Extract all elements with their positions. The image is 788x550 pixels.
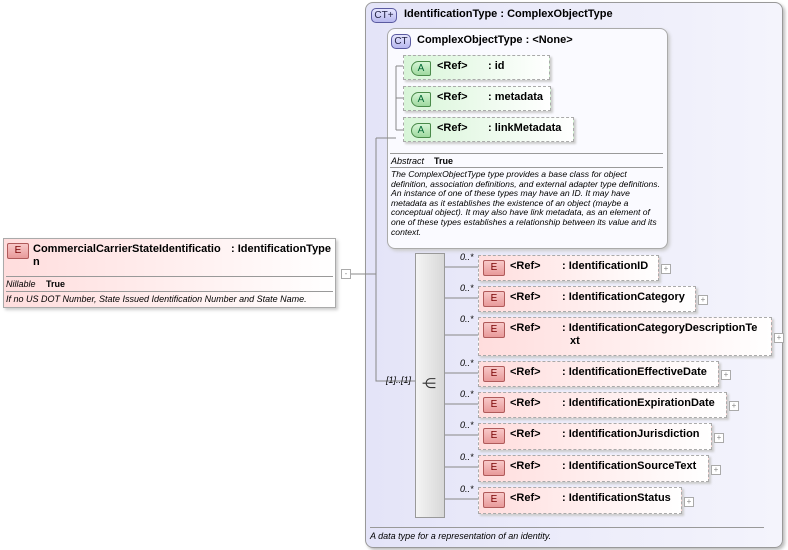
element-name: : IdentificationExpirationDate <box>562 397 715 409</box>
root-element-box[interactable] <box>3 238 336 308</box>
attribute-badge: A <box>411 61 431 76</box>
sequence-cardinality: [1]..[1] <box>386 375 412 385</box>
expand-button[interactable]: + <box>698 295 708 305</box>
abstract-value: True <box>434 156 454 166</box>
attribute-name: : id <box>488 60 505 72</box>
element-cardinality: 0..* <box>460 314 474 324</box>
element-cardinality: 0..* <box>460 358 474 368</box>
expand-button[interactable]: + <box>684 496 694 507</box>
ref-label: <Ref> <box>510 460 541 472</box>
element-name: : IdentificationJurisdiction <box>562 428 700 440</box>
element-name: : IdentificationCategoryDescriptionTe <box>562 322 758 334</box>
element-cardinality: 0..* <box>460 283 474 293</box>
sequence-compositor[interactable] <box>415 253 445 518</box>
attribute-linkmetadata[interactable] <box>403 117 574 142</box>
element-cardinality: 0..* <box>460 420 474 430</box>
outer-type-title: IdentificationType : ComplexObjectType <box>404 8 613 20</box>
element-name-wrap: xt <box>570 335 580 347</box>
collapse-button[interactable]: - <box>341 269 351 279</box>
ref-label: <Ref> <box>510 322 541 334</box>
element-name: : IdentificationStatus <box>562 492 671 504</box>
attribute-name: : metadata <box>488 91 544 103</box>
child-element[interactable] <box>478 455 709 482</box>
element-cardinality: 0..* <box>460 484 474 494</box>
abstract-label: Abstract <box>391 156 425 166</box>
base-type-title: ComplexObjectType : <None> <box>417 34 573 46</box>
expand-button[interactable]: + <box>721 370 731 380</box>
element-cardinality: 0..* <box>460 452 474 462</box>
element-badge: E <box>483 322 505 338</box>
ref-label: <Ref> <box>510 291 541 303</box>
base-type-description: The ComplexObjectType type provides a ba… <box>391 169 660 237</box>
element-name: : IdentificationID <box>562 260 649 272</box>
attribute-badge: A <box>411 92 431 107</box>
expand-button[interactable]: + <box>774 332 784 343</box>
ref-label: <Ref> <box>437 91 468 103</box>
root-element-name-wrap: n <box>33 256 40 268</box>
expand-button[interactable]: + <box>714 432 724 443</box>
element-name: : IdentificationSourceText <box>562 460 697 472</box>
child-element[interactable] <box>478 361 719 387</box>
ref-label: <Ref> <box>510 428 541 440</box>
element-badge: E <box>483 397 505 413</box>
complex-type-badge: CT+ <box>371 8 397 23</box>
ref-label: <Ref> <box>510 260 541 272</box>
complex-type-badge: CT <box>391 34 411 49</box>
root-element-name: CommercialCarrierStateIdentificatio <box>33 243 221 255</box>
divider <box>390 167 663 168</box>
child-element[interactable] <box>478 317 772 356</box>
divider <box>6 291 333 292</box>
element-badge: E <box>483 428 505 444</box>
element-badge: E <box>7 243 29 259</box>
child-element[interactable] <box>478 286 696 312</box>
outer-type-description: A data type for a representation of an i… <box>370 531 552 541</box>
expand-button[interactable]: + <box>711 464 721 475</box>
element-badge: E <box>483 460 505 476</box>
element-badge: E <box>483 366 505 382</box>
child-element[interactable] <box>478 487 682 514</box>
element-cardinality: 0..* <box>460 252 474 262</box>
sequence-icon: ⋲ <box>422 375 436 391</box>
element-cardinality: 0..* <box>460 389 474 399</box>
root-element-type: : IdentificationType <box>231 243 332 255</box>
divider <box>6 276 333 277</box>
nillable-label: Nillable <box>6 279 36 289</box>
element-badge: E <box>483 492 505 508</box>
attribute-name: : linkMetadata <box>488 122 562 134</box>
expand-button[interactable]: + <box>729 401 739 411</box>
element-name: : IdentificationEffectiveDate <box>562 366 707 378</box>
divider <box>370 527 764 528</box>
element-badge: E <box>483 260 505 276</box>
root-element-description: If no US DOT Number, State Issued Identi… <box>6 294 307 304</box>
child-element[interactable] <box>478 392 727 418</box>
child-element[interactable] <box>478 255 659 281</box>
divider <box>390 153 663 154</box>
child-element[interactable] <box>478 423 712 450</box>
ref-label: <Ref> <box>510 397 541 409</box>
attribute-badge: A <box>411 123 431 138</box>
element-badge: E <box>483 291 505 307</box>
expand-button[interactable]: + <box>661 264 671 274</box>
ref-label: <Ref> <box>437 60 468 72</box>
ref-label: <Ref> <box>437 122 468 134</box>
ref-label: <Ref> <box>510 366 541 378</box>
nillable-value: True <box>46 279 66 289</box>
ref-label: <Ref> <box>510 492 541 504</box>
element-name: : IdentificationCategory <box>562 291 685 303</box>
